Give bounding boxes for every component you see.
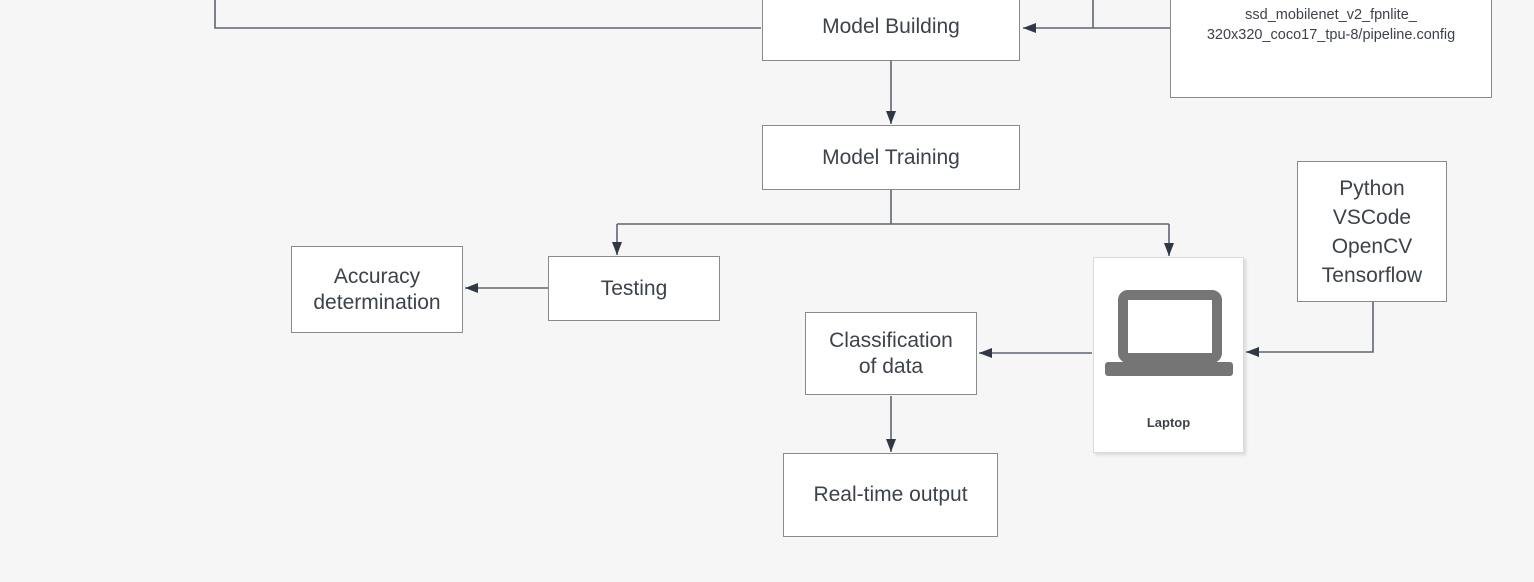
node-accuracy-determination-label: Accuracy determination xyxy=(313,264,441,314)
laptop-icon-base xyxy=(1105,362,1233,376)
node-model-building-label: Model Building xyxy=(822,14,960,38)
node-laptop-label: Laptop xyxy=(1146,415,1191,430)
node-model-training: Model Training xyxy=(762,125,1020,190)
node-pipeline-config-label: ssd_mobilenet_v2_fpnlite_ 320x320_coco17… xyxy=(1206,7,1456,43)
node-model-training-label: Model Training xyxy=(822,145,960,169)
node-classification-of-data-label: Classification of data xyxy=(829,328,953,378)
node-classification-of-data: Classification of data xyxy=(805,312,977,395)
connector-python-to-laptop xyxy=(1246,302,1374,357)
node-accuracy-determination: Accuracy determination xyxy=(291,246,463,333)
laptop-icon xyxy=(1118,290,1222,363)
node-real-time-output: Real-time output xyxy=(783,453,998,537)
node-testing-label: Testing xyxy=(600,276,668,300)
node-pipeline-config: ssd_mobilenet_v2_fpnlite_ 320x320_coco17… xyxy=(1170,0,1492,98)
node-testing: Testing xyxy=(548,256,720,321)
node-python-stack-label: Python VSCode OpenCV Tensorflow xyxy=(1321,176,1423,287)
node-real-time-output-label: Real-time output xyxy=(813,483,968,506)
connector-offscreen-left-to-model-building xyxy=(214,0,761,29)
node-python-stack: Python VSCode OpenCV Tensorflow xyxy=(1297,161,1447,302)
node-model-building: Model Building xyxy=(762,0,1020,61)
node-laptop: Laptop xyxy=(1093,257,1244,453)
